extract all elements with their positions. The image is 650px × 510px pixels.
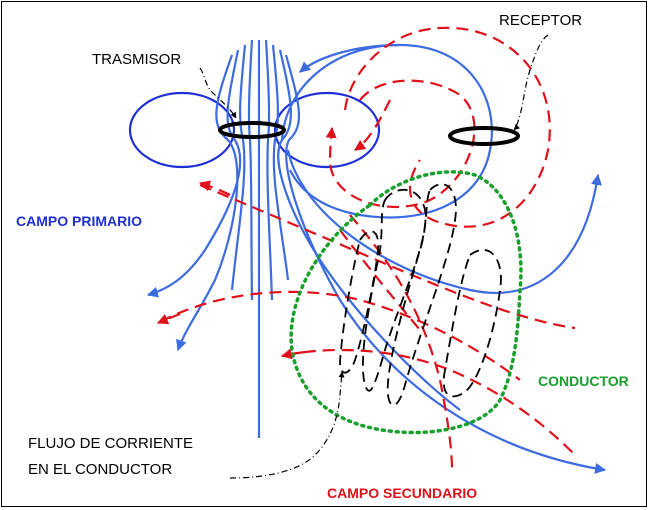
current-flow-lines xyxy=(339,183,502,406)
secondary-line-3 xyxy=(354,99,391,151)
primary-line-core-3 xyxy=(264,39,274,301)
secondary-line-5 xyxy=(159,290,521,381)
secondary-field-lines xyxy=(156,26,576,471)
primary-line-wide-loop xyxy=(286,149,602,294)
primary-line-outer-loop xyxy=(280,43,493,219)
primary-line-right-1 xyxy=(277,49,461,411)
primary-line-right-2 xyxy=(284,54,607,474)
primary-line-left-2 xyxy=(176,54,239,352)
current-loop-1 xyxy=(362,188,427,392)
current-loop-2 xyxy=(386,183,457,406)
secondary-line-5-arrow xyxy=(156,312,181,325)
conductor-outline xyxy=(289,170,523,435)
trasmisor-label: TRASMISOR xyxy=(92,51,182,68)
primary-line-core-2 xyxy=(247,39,254,301)
flujo-label-line1: FLUJO DE CORRIENTE xyxy=(28,435,194,452)
primary-loop-left xyxy=(128,91,236,169)
current-loop-4 xyxy=(339,230,380,374)
campo-primario-label: CAMPO PRIMARIO xyxy=(16,213,142,229)
transmitter-coil xyxy=(218,121,286,139)
campo-secundario-label: CAMPO SECUNDARIO xyxy=(327,485,478,501)
receiver-coil xyxy=(448,126,520,146)
secondary-line-6 xyxy=(284,348,576,456)
secondary-line-4 xyxy=(199,183,576,330)
primary-line-core-5 xyxy=(271,44,290,281)
current-loop-3 xyxy=(442,249,502,398)
primary-line-left-1 xyxy=(146,49,242,298)
secondary-line-2 xyxy=(325,79,476,208)
primary-line-core-4 xyxy=(230,44,247,291)
secondary-line-7 xyxy=(349,214,454,471)
secondary-line-4-arrow xyxy=(198,180,231,196)
trasmisor-leader xyxy=(199,67,237,119)
conductor-label: CONDUCTOR xyxy=(538,374,629,388)
secondary-line-8 xyxy=(339,229,421,331)
secondary-line-1 xyxy=(343,26,551,228)
primary-field-lines xyxy=(128,39,607,474)
receptor-label: RECEPTOR xyxy=(499,12,583,29)
flujo-leader xyxy=(229,371,345,479)
flujo-label-line2: EN EL CONDUCTOR xyxy=(28,461,173,478)
primary-line-top-arrow xyxy=(299,43,401,73)
primary-loop-right xyxy=(273,91,381,169)
receptor-leader xyxy=(513,34,549,131)
